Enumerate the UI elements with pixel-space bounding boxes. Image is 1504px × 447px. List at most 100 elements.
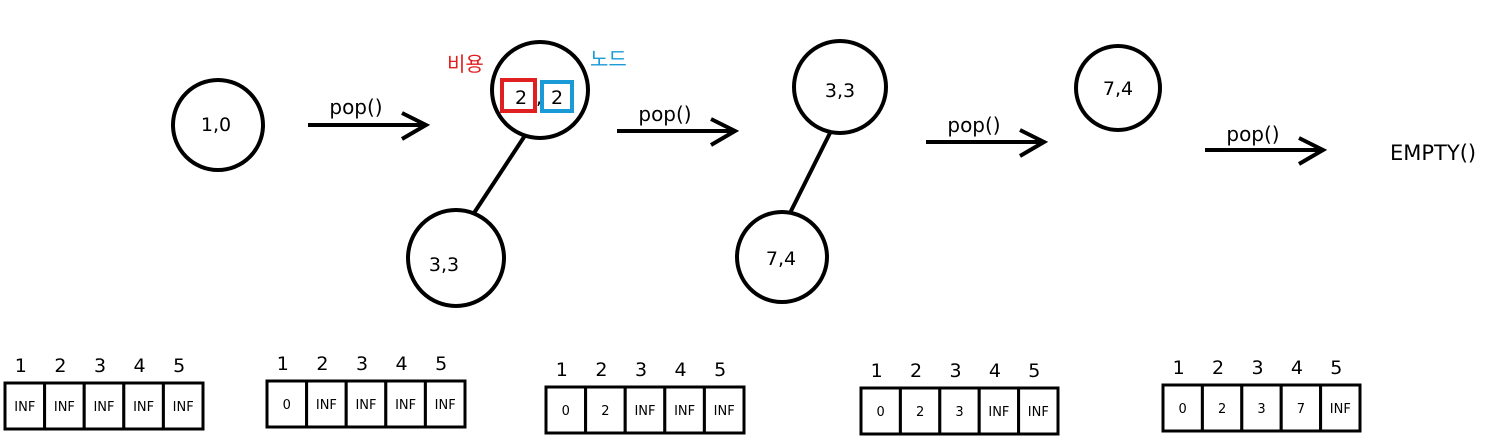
array-cell-value: INF bbox=[714, 404, 735, 419]
node-annotation-label: 노드 bbox=[590, 47, 627, 71]
array-cell-value: INF bbox=[674, 404, 695, 419]
pop-arrow-2: pop() bbox=[617, 102, 740, 147]
array-cell-value: 7 bbox=[1297, 402, 1305, 417]
array-cell-value: 0 bbox=[1179, 402, 1187, 417]
heap-edge-4-to-6 bbox=[788, 130, 833, 214]
distance-arrays: INF INF INF INF INF 1 2 3 4 5 0 INF INF INF INF 1 2 3 4 5 0 2… bbox=[3, 353, 1362, 436]
node-circle bbox=[792, 39, 888, 135]
array-index-label: 2 bbox=[54, 355, 66, 377]
array-cell bbox=[623, 385, 667, 435]
array-cell-value: INF bbox=[988, 405, 1009, 420]
array-cell bbox=[544, 385, 588, 435]
array-cell-value: 3 bbox=[1257, 402, 1265, 417]
array-index-label: 3 bbox=[356, 353, 368, 375]
array-cell-value: INF bbox=[54, 400, 75, 415]
node-id-value: 2 bbox=[551, 87, 563, 109]
arrow-label: pop() bbox=[329, 95, 382, 119]
array-cell bbox=[161, 381, 205, 431]
array-index-label: 3 bbox=[635, 359, 647, 381]
array-cell-value: INF bbox=[435, 398, 456, 413]
node-circle bbox=[406, 208, 506, 308]
arrow-label: pop() bbox=[947, 113, 1000, 137]
heap-node-4: 3,3 bbox=[792, 39, 888, 135]
array-index-label: 4 bbox=[675, 359, 687, 381]
arrow-head bbox=[709, 117, 740, 147]
array-index-label: 5 bbox=[1330, 357, 1342, 379]
heap-node-6: 7,4 bbox=[735, 210, 829, 304]
heap-node-2: 2 , 2 bbox=[490, 40, 590, 140]
array-cell-value: INF bbox=[1330, 402, 1351, 417]
array-cell-value: INF bbox=[93, 400, 114, 415]
array-index-label: 5 bbox=[714, 359, 726, 381]
array-index-label: 2 bbox=[595, 359, 607, 381]
node-circle bbox=[171, 78, 265, 172]
array-cell-value: INF bbox=[14, 400, 35, 415]
node-label: 3,3 bbox=[825, 80, 855, 102]
array-index-label: 4 bbox=[134, 355, 146, 377]
node-label: 3,3 bbox=[429, 254, 459, 276]
array-cell bbox=[1240, 383, 1283, 433]
array-cell-value: INF bbox=[395, 398, 416, 413]
array-cell bbox=[384, 379, 427, 429]
array-index-label: 1 bbox=[277, 353, 289, 375]
node-cost-value: 2 bbox=[515, 87, 527, 109]
cost-annotation-label: 비용 bbox=[447, 52, 484, 76]
array-cell bbox=[1017, 386, 1060, 436]
node-circle bbox=[735, 210, 829, 304]
array-cell bbox=[265, 379, 309, 429]
node-highlight-box bbox=[540, 80, 574, 113]
array-cell-value: INF bbox=[316, 398, 337, 413]
array-cell bbox=[1279, 383, 1323, 433]
array-index-label: 3 bbox=[1251, 357, 1263, 379]
array-cell bbox=[1319, 383, 1362, 433]
array-cell bbox=[702, 385, 746, 435]
array-index-label: 5 bbox=[173, 355, 185, 377]
arrow-head bbox=[1018, 128, 1049, 158]
node-label: 7,4 bbox=[1103, 78, 1133, 100]
array-cell bbox=[344, 379, 388, 429]
array-index-label: 4 bbox=[1291, 357, 1303, 379]
heap-node-3: 3,3 bbox=[406, 208, 506, 308]
array-cell-value: 0 bbox=[562, 404, 570, 419]
array-cell bbox=[43, 381, 86, 431]
node-separator: , bbox=[536, 87, 542, 109]
array-index-label: 4 bbox=[396, 353, 408, 375]
arrow-label: pop() bbox=[1226, 122, 1279, 146]
array-index-label: 5 bbox=[1028, 360, 1040, 382]
heap-node-5: 7,4 bbox=[1074, 44, 1162, 132]
array-cell bbox=[122, 381, 165, 431]
node-circle bbox=[1074, 44, 1162, 132]
array-cell bbox=[977, 386, 1021, 436]
array-cell-value: INF bbox=[173, 400, 194, 415]
arrow-head bbox=[1297, 136, 1328, 166]
pop-arrow-3: pop() bbox=[926, 113, 1049, 158]
array-cell-value: 0 bbox=[877, 405, 885, 420]
pop-arrow-1: pop() bbox=[308, 95, 431, 141]
array-cell bbox=[859, 386, 902, 436]
array-index-label: 4 bbox=[989, 360, 1001, 382]
array-cell bbox=[898, 386, 942, 436]
node-label: 7,4 bbox=[766, 248, 796, 270]
array-index-label: 3 bbox=[94, 355, 106, 377]
node-label: 1,0 bbox=[201, 114, 231, 136]
array-cell-value: 3 bbox=[955, 405, 963, 420]
array-index-label: 1 bbox=[1173, 357, 1185, 379]
array-cell-value: 2 bbox=[1218, 402, 1226, 417]
array-index-label: 2 bbox=[910, 360, 922, 382]
array-index-label: 1 bbox=[15, 355, 27, 377]
pop-arrow-4: pop() bbox=[1205, 122, 1328, 166]
array-cell-value: INF bbox=[1028, 405, 1049, 420]
empty-heap-label: EMPTY() bbox=[1390, 141, 1476, 165]
array-index-label: 1 bbox=[556, 359, 568, 381]
array-cell-value: 0 bbox=[283, 398, 291, 413]
arrow-head bbox=[400, 111, 431, 141]
heap-node-1: 1,0 bbox=[171, 78, 265, 172]
cost-highlight-box bbox=[500, 78, 537, 113]
array-index-label: 1 bbox=[871, 360, 883, 382]
array-cell-value: INF bbox=[634, 404, 655, 419]
